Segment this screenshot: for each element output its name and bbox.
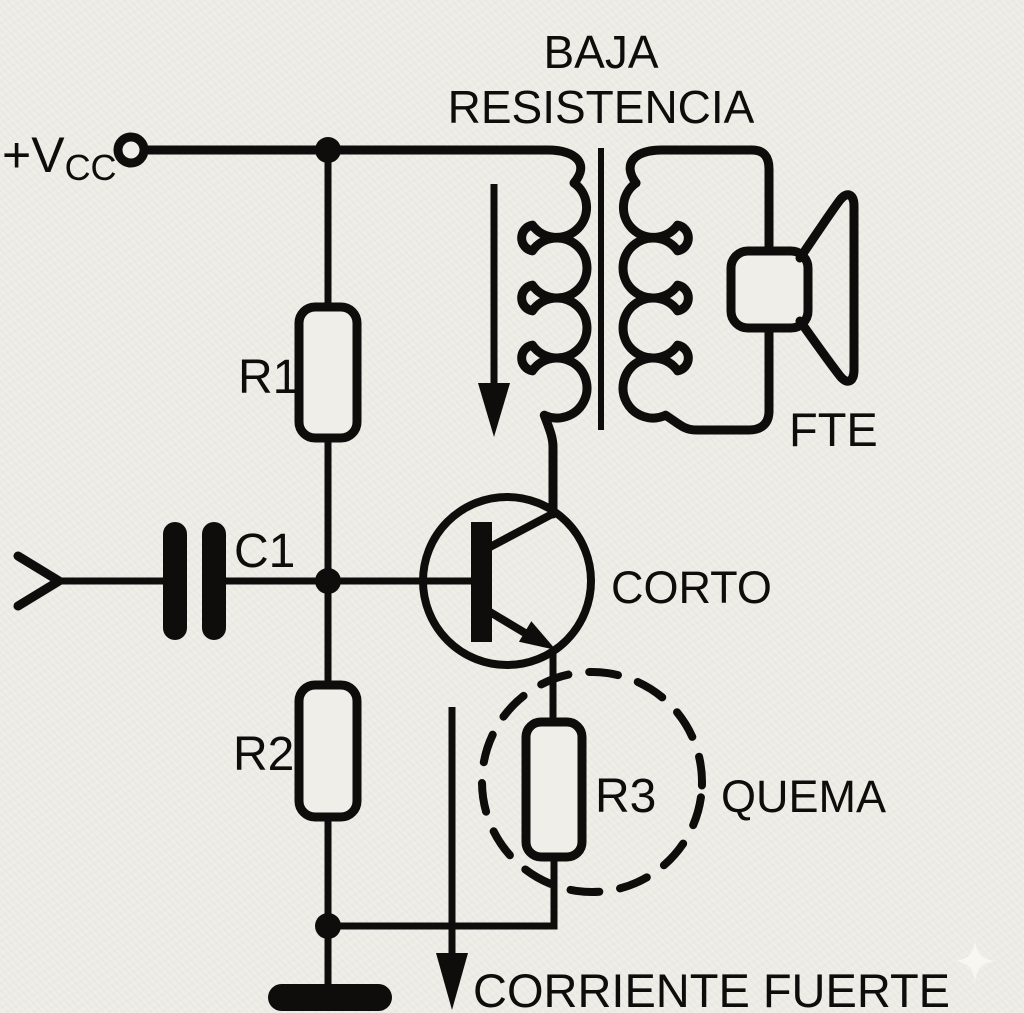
supply-label: +VCC bbox=[2, 127, 117, 188]
junction-dot bbox=[315, 137, 341, 163]
input-chevron bbox=[13, 551, 64, 611]
current-arrow-emitter bbox=[436, 707, 468, 1010]
wires bbox=[59, 150, 558, 985]
vcc-terminal bbox=[113, 132, 149, 168]
paper-watermark bbox=[956, 941, 994, 981]
current-arrow-primary bbox=[478, 184, 510, 437]
transformer-note-line2: RESISTENCIA bbox=[448, 81, 755, 133]
highlight-note: QUEMA bbox=[721, 771, 886, 822]
transformer-primary-coil bbox=[141, 145, 592, 519]
ground-symbol bbox=[268, 984, 392, 1011]
resistor2-label: R2 bbox=[233, 728, 294, 781]
junction-dot bbox=[315, 913, 341, 939]
resistor-r3 bbox=[521, 717, 587, 862]
npn-transistor bbox=[419, 449, 595, 669]
bottom-note: CORRIENTE FUERTE bbox=[473, 964, 950, 1013]
emitter-arrowhead bbox=[518, 621, 556, 650]
junction-dot bbox=[315, 568, 341, 594]
resistor1-label: R1 bbox=[238, 351, 299, 404]
resistor-r2 bbox=[294, 680, 362, 822]
resistor3-label: R3 bbox=[595, 770, 656, 823]
capacitor-c1 bbox=[163, 522, 226, 640]
speaker bbox=[726, 190, 859, 386]
resistor-r1 bbox=[294, 302, 362, 443]
dashed-highlight-circle bbox=[478, 668, 706, 896]
transformer-secondary-coil bbox=[618, 145, 774, 435]
transistor-note: CORTO bbox=[611, 562, 772, 613]
speaker-cone bbox=[795, 190, 859, 386]
capacitor1-label: C1 bbox=[234, 525, 295, 578]
speaker-label: FTE bbox=[789, 403, 878, 456]
transformer-note-line1: BAJA bbox=[543, 26, 658, 78]
